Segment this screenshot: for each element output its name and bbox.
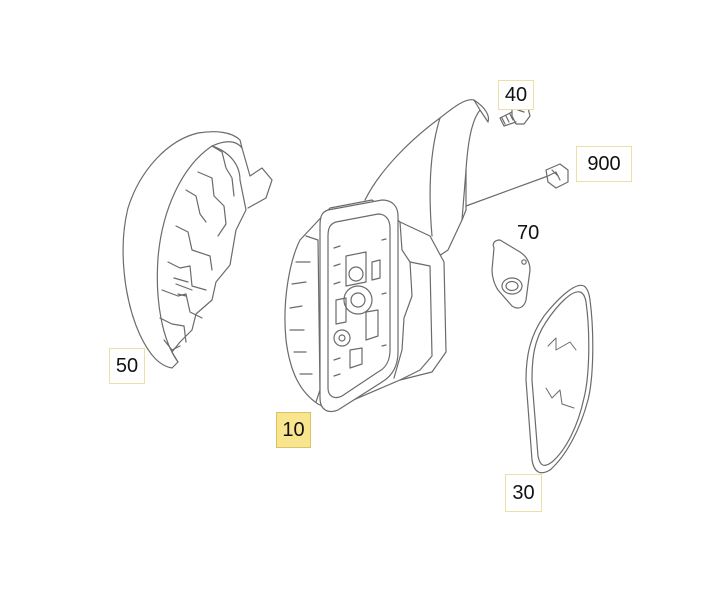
part-70-gasket[interactable]: [491, 239, 531, 309]
callout-30[interactable]: 30: [505, 474, 542, 512]
part-10-mirror-housing[interactable]: [284, 99, 490, 413]
part-30-mirror-glass[interactable]: [525, 284, 594, 474]
callout-40[interactable]: 40: [498, 80, 534, 110]
callout-50[interactable]: 50: [109, 348, 145, 384]
part-900-connector[interactable]: [465, 163, 569, 207]
callout-900[interactable]: 900: [576, 146, 632, 182]
callout-10[interactable]: 10: [276, 412, 311, 448]
callout-70[interactable]: 70: [517, 222, 540, 244]
part-50-mirror-cover[interactable]: [122, 131, 273, 369]
